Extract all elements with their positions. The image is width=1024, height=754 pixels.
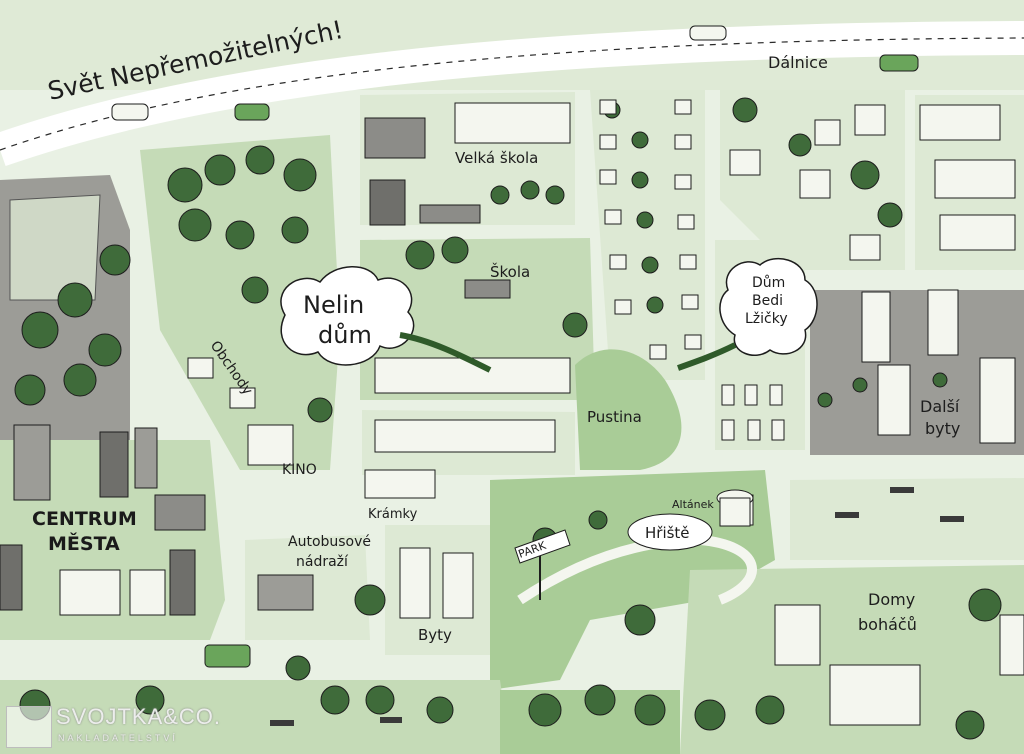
gazebo: [716, 489, 754, 527]
playground-bubble: [627, 513, 713, 551]
benches-block: [790, 478, 1024, 560]
label-bus-station-1: Autobusové: [288, 534, 371, 550]
label-wasteland: Pustina: [587, 408, 642, 426]
sports-field: [9, 194, 101, 301]
city-center-block: [0, 440, 225, 640]
label-nela-house-1: Nelin: [303, 291, 364, 319]
label-more-flats-2: byty: [925, 419, 960, 438]
nela-arrow: [399, 332, 492, 373]
label-school: Škola: [490, 262, 530, 281]
publisher-logo-icon: [6, 706, 52, 748]
wasteland-area: [575, 349, 682, 470]
label-beda-house-1: Dům: [752, 275, 785, 291]
beda-arrow: [677, 342, 737, 371]
publisher-name: SVOJTKA&CO.: [56, 704, 222, 729]
label-rich-houses-2: boháčů: [858, 615, 917, 634]
label-highway: Dálnice: [768, 53, 828, 72]
label-small-shops: Krámky: [368, 507, 418, 522]
label-city-center-2: MĚSTA: [48, 532, 120, 555]
label-beda-house-2: Bedi: [752, 293, 783, 309]
cars: [111, 25, 919, 668]
label-bus-station-2: nádraží: [296, 554, 349, 570]
beda-house-cloud: [719, 257, 818, 356]
label-city-center-1: CENTRUM: [32, 508, 137, 530]
publisher-tagline: NAKLADATELSTVÍ: [58, 733, 178, 743]
highway-lane-line: [0, 37, 1024, 151]
label-playground: Hřiště: [645, 524, 690, 542]
label-big-school: Velká škola: [455, 149, 538, 167]
label-more-flats-1: Další: [920, 397, 960, 416]
label-beda-house-3: Lžičky: [745, 311, 788, 327]
park-sign: [514, 529, 571, 564]
label-cinema: KINO: [282, 462, 317, 478]
nela-house-cloud: [280, 266, 415, 366]
benches: [270, 487, 964, 726]
label-rich-houses-1: Domy: [868, 590, 915, 609]
trees: [14, 97, 1002, 740]
publisher-logo: SVOJTKA&CO. NAKLADATELSTVÍ: [6, 700, 220, 750]
label-flats: Byty: [418, 626, 452, 644]
label-nela-house-2: dům: [318, 321, 372, 349]
label-gazebo: Altánek: [672, 498, 714, 511]
small-houses: [599, 99, 785, 441]
